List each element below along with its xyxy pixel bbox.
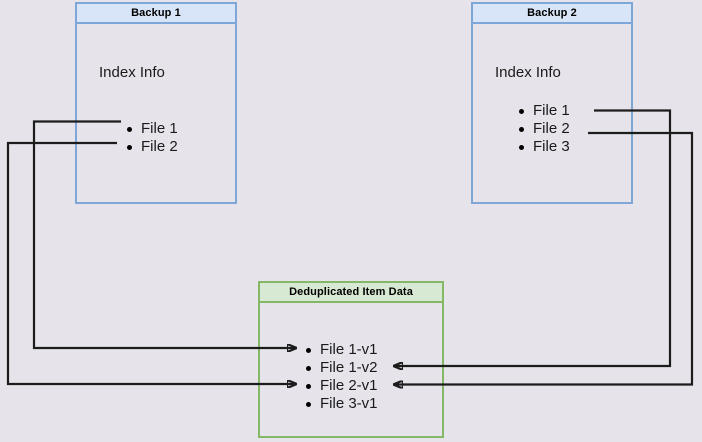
list-item[interactable]: File 2 [517,120,570,138]
backup-2-title: Backup 2 [473,4,631,24]
list-item[interactable]: File 1 [125,120,178,138]
backup-2-file-list: File 1 File 2 File 3 [517,102,570,156]
backup-2-section-label: Index Info [495,64,561,81]
list-item[interactable]: File 2 [125,138,178,156]
deduplicated-item-list: File 1-v1 File 1-v2 File 2-v1 File 3-v1 [304,341,378,413]
list-item[interactable]: File 1-v1 [304,341,378,359]
deduplicated-item-data-box[interactable]: Deduplicated Item Data File 1-v1 File 1-… [258,281,444,438]
backup-1-section-label: Index Info [99,64,165,81]
list-item[interactable]: File 2-v1 [304,377,378,395]
backup-1-title: Backup 1 [77,4,235,24]
backup-1-file-list: File 1 File 2 [125,120,178,156]
list-item[interactable]: File 1 [517,102,570,120]
list-item[interactable]: File 1-v2 [304,359,378,377]
backup-2-box[interactable]: Backup 2 Index Info File 1 File 2 File 3 [471,2,633,204]
backup-1-box[interactable]: Backup 1 Index Info File 1 File 2 [75,2,237,204]
deduplicated-item-data-title: Deduplicated Item Data [260,283,442,303]
list-item[interactable]: File 3 [517,138,570,156]
list-item[interactable]: File 3-v1 [304,395,378,413]
